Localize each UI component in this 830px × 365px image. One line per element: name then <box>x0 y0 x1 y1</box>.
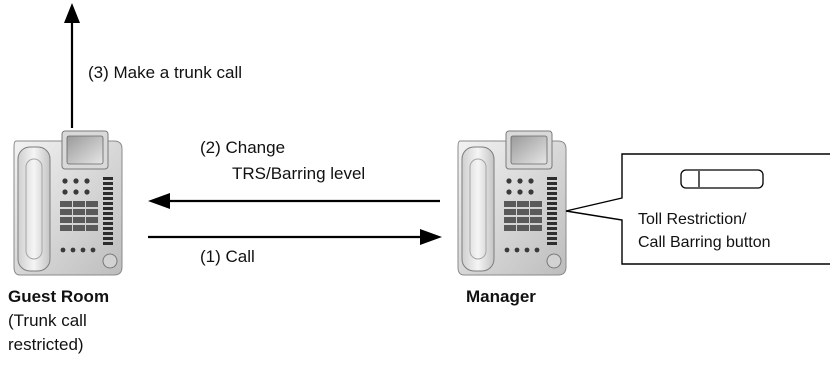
step3-label: (3) Make a trunk call <box>88 63 242 82</box>
manager-phone-icon <box>457 130 567 276</box>
callout-label-line2: Call Barring button <box>638 234 771 251</box>
callout-label-line1: Toll Restriction/ <box>638 211 747 228</box>
step2-label-line1: (2) Change <box>200 138 286 157</box>
guest-room-note-line1: (Trunk call <box>8 311 87 330</box>
toll-restriction-button-icon <box>680 169 764 189</box>
guest-room-phone-icon <box>13 130 123 276</box>
step2-label-line2: TRS/Barring level <box>232 164 366 183</box>
button-callout <box>565 153 830 265</box>
trunk-call-arrow <box>64 3 80 128</box>
guest-room-title: Guest Room <box>8 287 110 306</box>
manager-title: Manager <box>466 287 536 306</box>
step1-label: (1) Call <box>200 247 255 266</box>
call-arrow <box>148 229 442 245</box>
guest-room-note-line2: restricted) <box>8 335 84 354</box>
change-level-arrow <box>148 193 440 209</box>
